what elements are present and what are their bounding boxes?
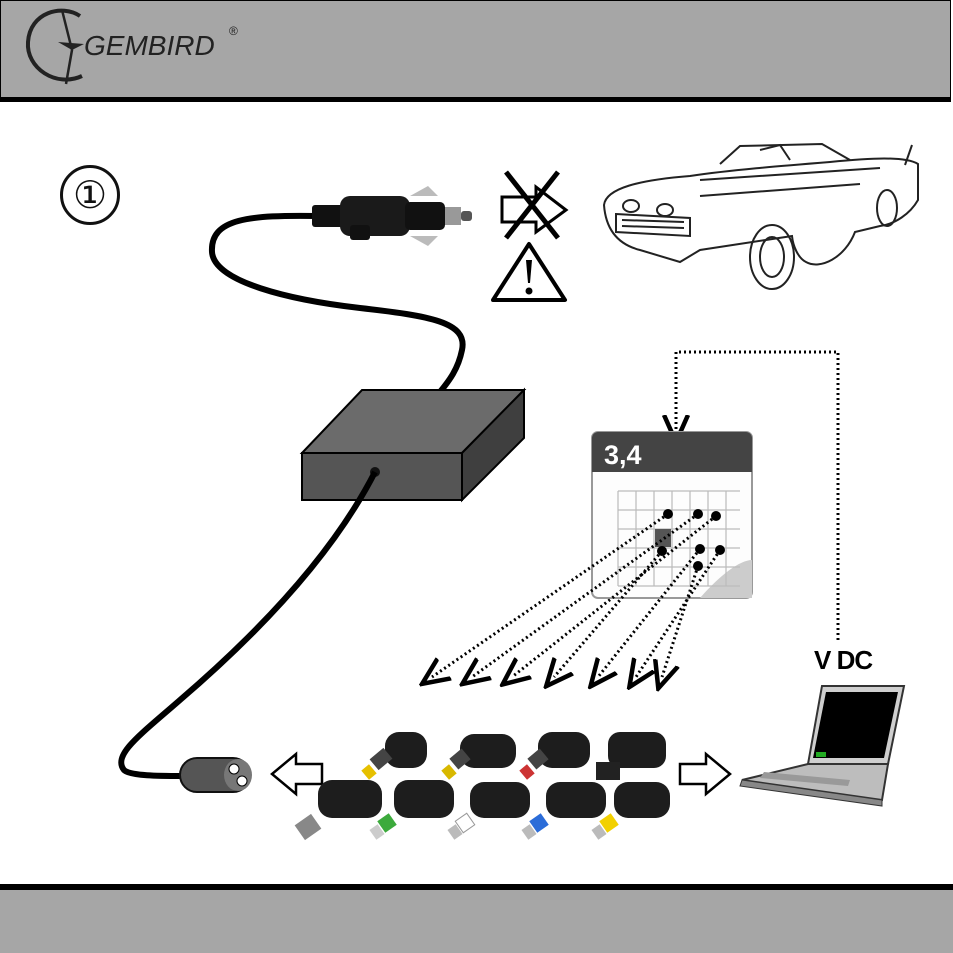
tip-1 <box>361 732 427 780</box>
voltage-label: V DC <box>814 645 872 676</box>
calendar-voltage-label: 3,4 <box>604 440 642 471</box>
right-arrow-icon <box>680 754 730 794</box>
tip-6 <box>369 780 454 840</box>
left-arrow-icon <box>272 754 322 794</box>
tip-5 <box>295 780 382 840</box>
laptop-icon <box>740 686 904 806</box>
warning-icon <box>493 244 565 300</box>
no-charge-icon <box>502 172 566 238</box>
tip-7 <box>447 782 530 840</box>
footer-band <box>0 884 953 953</box>
car-plug-icon <box>312 186 472 246</box>
connector-tips-icon <box>295 732 670 840</box>
car-icon <box>604 144 918 289</box>
output-cable <box>121 472 375 776</box>
output-plug-icon <box>180 758 252 792</box>
tip-4 <box>596 732 666 780</box>
tip-2 <box>441 734 516 780</box>
adapter-box-icon <box>302 390 524 500</box>
tip-3 <box>519 732 590 780</box>
